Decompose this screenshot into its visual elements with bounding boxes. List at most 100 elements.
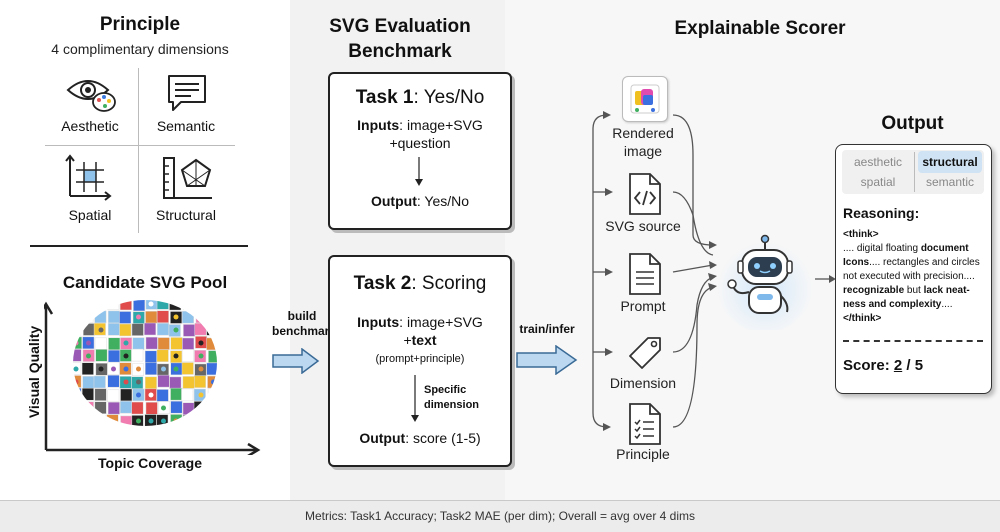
task2-inputs-text: text — [411, 332, 437, 348]
reasoning-line3: not executed with precision.... — [843, 271, 975, 282]
input-label-rendered-image: Rendered image — [588, 124, 698, 160]
build-benchmark-arrow — [272, 347, 320, 375]
task1-output: Output: Yes/No — [328, 193, 512, 209]
tag-semantic: semantic — [925, 175, 975, 189]
arrow1-label-line2: benchmark — [272, 324, 337, 338]
footer-metrics: Metrics: Task1 Accuracy; Task2 MAE (per … — [304, 509, 696, 523]
task2-inputs-line2: +text — [328, 332, 512, 348]
task2-output-key: Output — [359, 430, 406, 446]
checklist-icon — [624, 402, 664, 446]
arrow2-label: train/infer — [519, 322, 575, 336]
task2-down-arrow — [409, 375, 421, 423]
task2-output-val: : score (1-5) — [405, 430, 481, 446]
reasoning-line2: Icons.... rectangles and circles — [843, 256, 987, 270]
task2-title-suffix: : Scoring — [411, 273, 487, 294]
reasoning-line2b: .... rectangles and circles — [869, 257, 980, 268]
score-total: / 5 — [902, 357, 924, 374]
task1-title-prefix: Task 1 — [355, 87, 414, 108]
score-label: Score: — [843, 357, 894, 374]
tag-structural: structural — [922, 155, 978, 169]
reasoning-line4a: recognizable — [843, 285, 905, 296]
pool-x-axis-label: Topic Coverage — [98, 455, 202, 471]
quadrant-divider-vertical — [138, 68, 139, 233]
tag-structural-highlight — [918, 151, 982, 173]
principle-subtitle: 4 complimentary dimensions — [51, 41, 229, 57]
input-label-rendered-line2: image — [623, 143, 663, 159]
task2-specific-line1: Specific — [424, 384, 467, 396]
task2-specific-dimension: Specific dimension — [424, 383, 504, 413]
input-label-prompt: Prompt — [620, 298, 666, 314]
reasoning-line2a: Icons — [843, 257, 870, 268]
dimension-label-semantic: Semantic — [156, 118, 216, 134]
task1-output-val: : Yes/No — [416, 193, 470, 209]
score-value: 2 — [893, 357, 903, 374]
task1-title: Task 1: Yes/No — [328, 87, 512, 109]
output-dashed-divider — [843, 340, 983, 342]
benchmark-title-line2: Benchmark — [348, 41, 452, 62]
reasoning-line1: .... digital floating document — [843, 242, 987, 256]
task1-inputs: Inputs: image+SVG — [328, 117, 512, 133]
pool-y-axis-label: Visual Quality — [26, 325, 42, 419]
task1-inputs-val: : image+SVG — [399, 117, 483, 133]
reasoning-line1b: document — [920, 243, 969, 254]
task2-inputs-line3: (prompt+principle) — [375, 353, 465, 365]
reasoning-line4: recognizable but lack neat- — [843, 284, 987, 298]
output-title: Output — [881, 113, 944, 134]
robot-icon — [715, 230, 815, 333]
reasoning-line4b: but — [904, 285, 924, 296]
pool-title: Candidate SVG Pool — [62, 273, 228, 292]
ruler-pentagon-icon — [160, 154, 214, 202]
task1-title-suffix: : Yes/No — [413, 87, 485, 108]
dimension-label-aesthetic: Aesthetic — [61, 118, 119, 134]
task1-down-arrow — [413, 157, 425, 187]
task2-title-prefix: Task 2 — [353, 273, 412, 294]
task1-inputs-line2: +question — [389, 135, 451, 151]
tag-divider — [914, 152, 915, 192]
task2-specific-line2: dimension — [424, 399, 480, 411]
task1-output-key: Output — [370, 193, 417, 209]
reasoning-line5b: .... — [941, 299, 953, 310]
task2-inputs-plus: + — [403, 332, 412, 348]
task2-card — [328, 255, 512, 467]
speech-bubble-icon — [165, 72, 209, 114]
train-infer-arrow — [516, 344, 578, 376]
reasoning-line1a: .... digital floating — [843, 243, 921, 254]
task2-inputs: Inputs: image+SVG — [328, 314, 512, 330]
robot-output-arrow — [815, 272, 837, 286]
tag-icon — [622, 332, 666, 372]
benchmark-title-line1: SVG Evaluation — [329, 16, 471, 37]
task1-inputs-key: Inputs — [357, 117, 400, 133]
input-connectors — [585, 95, 735, 435]
input-label-principle: Principle — [616, 446, 670, 462]
task2-output: Output: score (1-5) — [328, 430, 512, 446]
score-line: Score: 2 / 5 — [843, 357, 923, 374]
think-close-tag: </think> — [843, 313, 882, 324]
section-separator — [30, 245, 248, 247]
input-label-svg-source: SVG source — [605, 218, 681, 234]
grid-axes-icon — [64, 154, 112, 202]
reasoning-body: <think> .... digital floating document I… — [843, 228, 987, 326]
image-icon — [622, 76, 668, 122]
quadrant-divider-horizontal — [45, 145, 235, 146]
task2-inputs-key: Inputs — [357, 314, 400, 330]
think-open-tag: <think> — [843, 229, 879, 240]
document-icon — [624, 252, 664, 296]
arrow1-label-line1: build — [287, 309, 317, 323]
input-label-rendered-line1: Rendered — [612, 125, 674, 141]
tag-aesthetic: aesthetic — [853, 155, 903, 169]
principle-title: Principle — [99, 14, 181, 35]
task1-card — [328, 72, 512, 230]
tag-spatial: spatial — [860, 175, 896, 189]
input-label-dimension: Dimension — [609, 375, 677, 391]
reasoning-line5a: ness and complexity — [843, 299, 942, 310]
dimension-label-spatial: Spatial — [68, 207, 112, 223]
benchmark-title: SVG Evaluation Benchmark — [300, 14, 500, 64]
reasoning-line5: ness and complexity.... — [843, 298, 987, 312]
reasoning-title: Reasoning: — [843, 205, 920, 221]
task2-inputs-val: : image+SVG — [399, 314, 483, 330]
dimension-label-structural: Structural — [156, 207, 216, 223]
arrow1-label: build benchmark — [272, 309, 337, 339]
eye-palette-icon — [64, 70, 118, 114]
reasoning-line4c: lack neat- — [923, 285, 970, 296]
code-file-icon — [624, 172, 664, 216]
